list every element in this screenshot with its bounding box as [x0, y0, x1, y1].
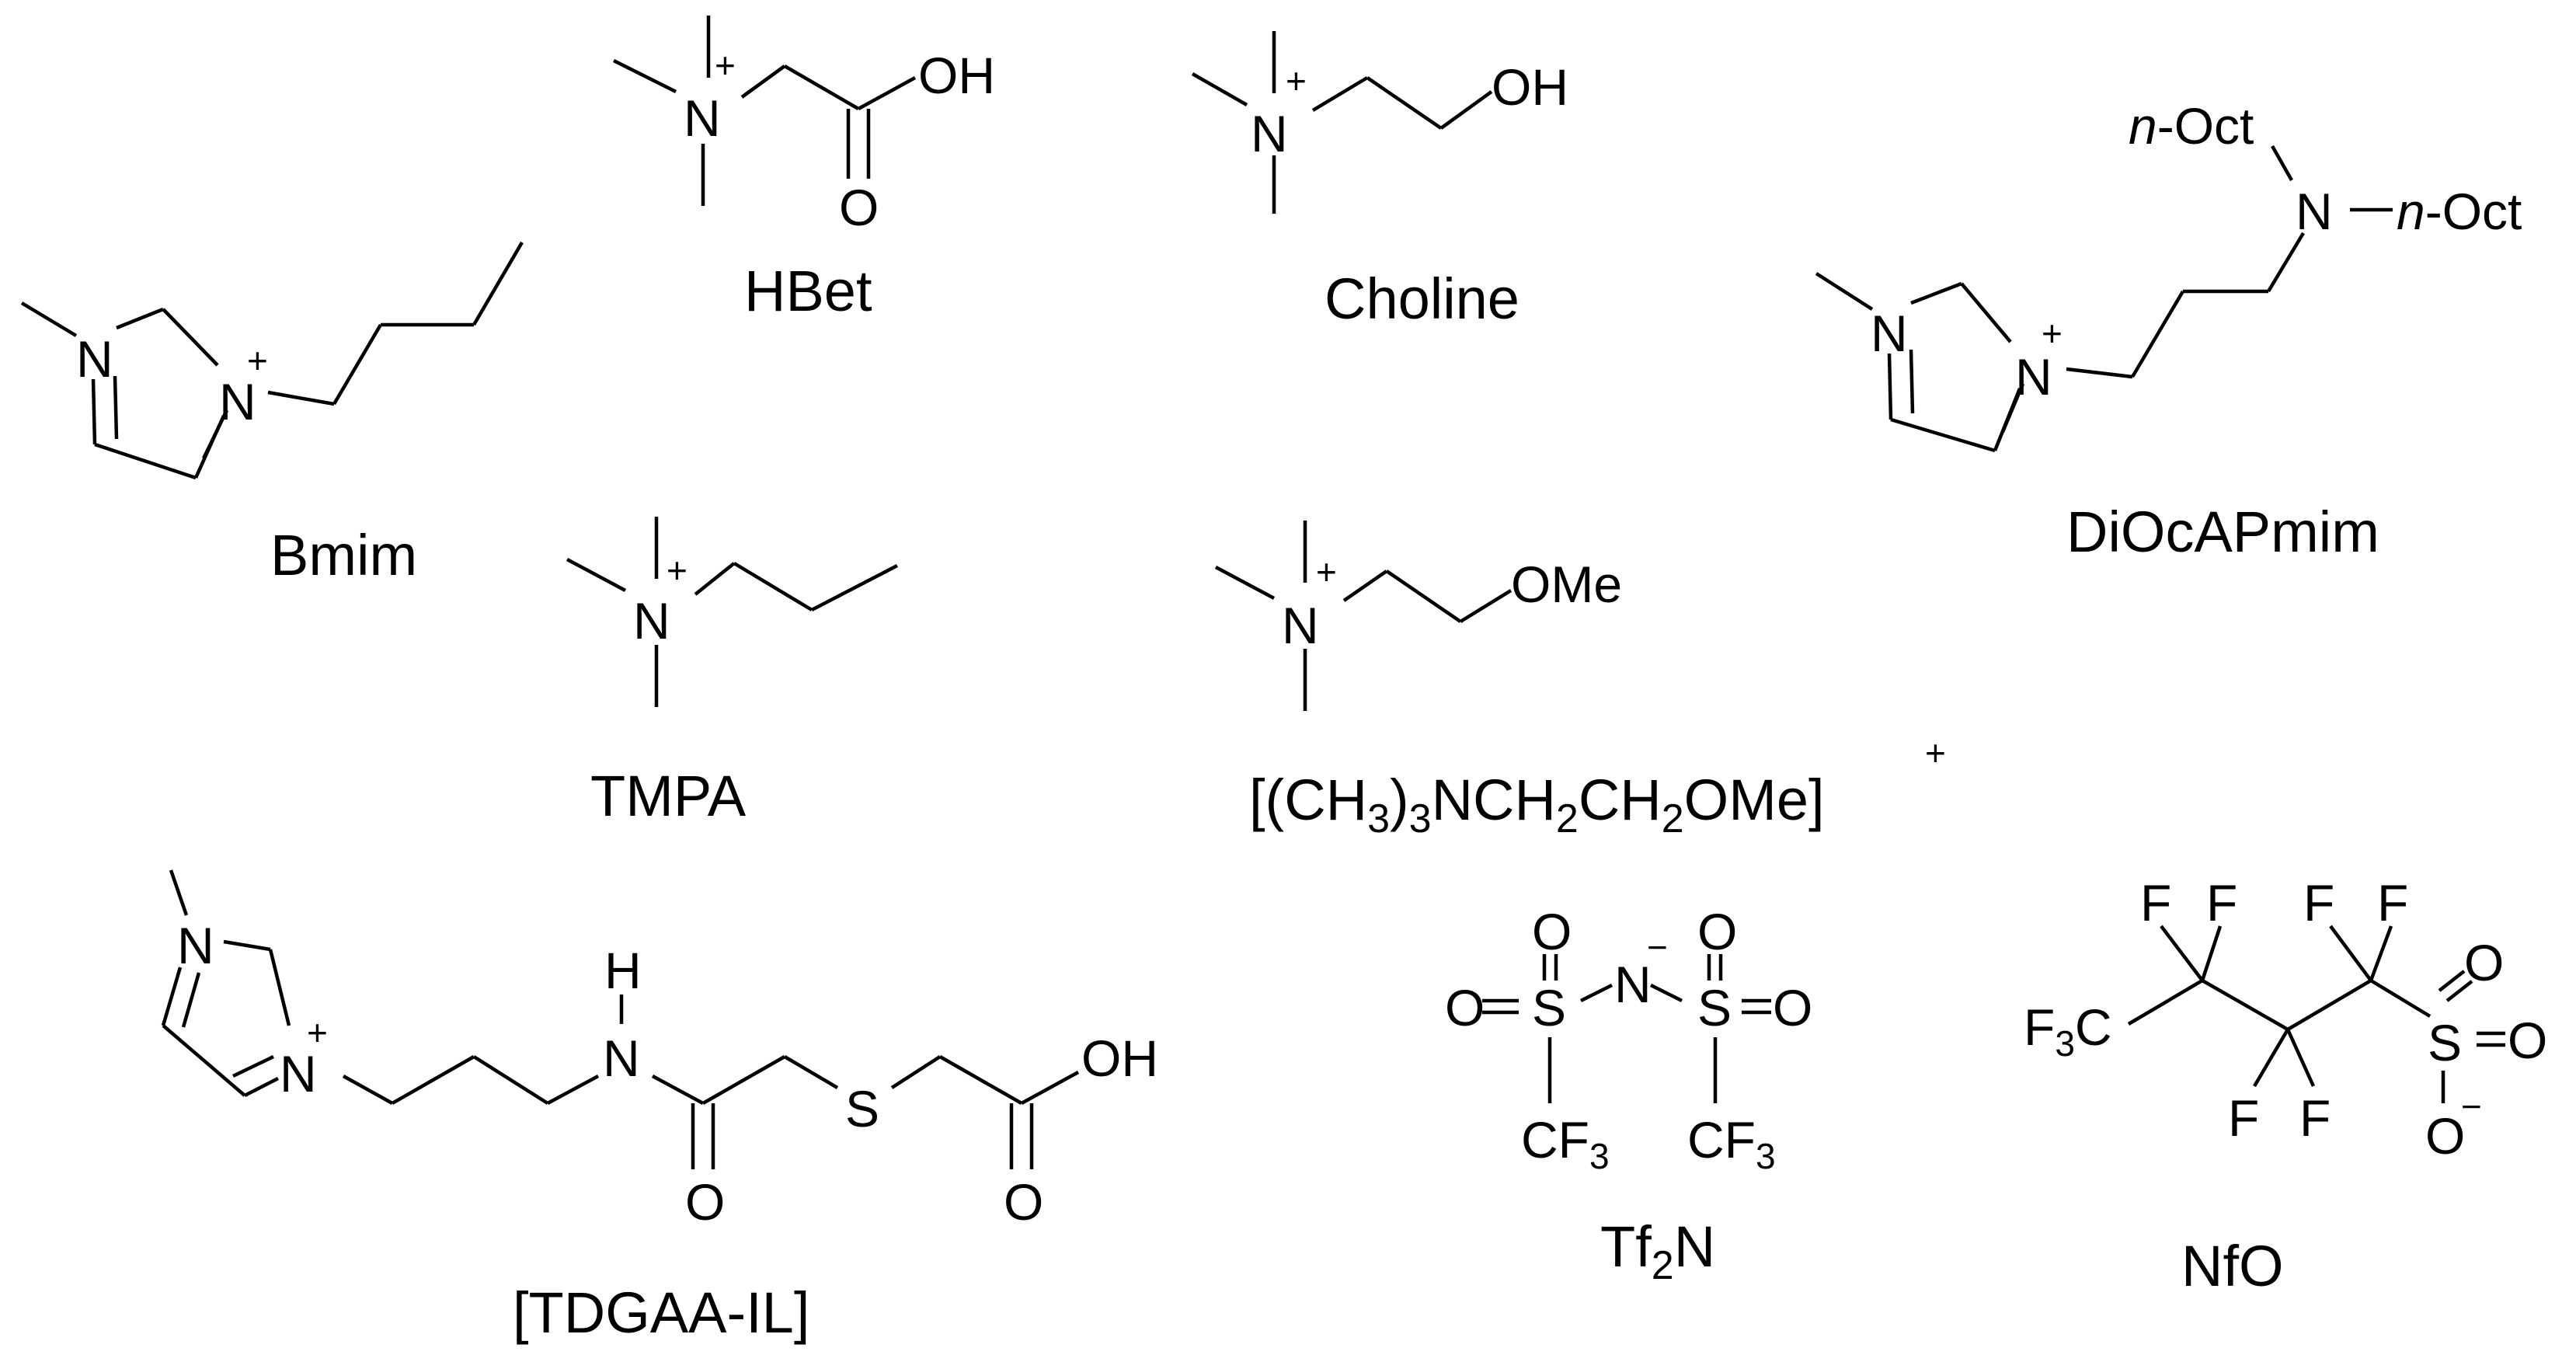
- tdgaa-n1: N: [177, 917, 214, 974]
- tf2n-structure: O O S N − O S O CF3 CF3 Tf2N: [1445, 903, 1812, 1288]
- bmim-n1: N: [76, 330, 113, 388]
- tf2n-cf3-right: CF3: [1687, 1111, 1776, 1176]
- tdgaa-il-structure: N N + H N S O O OH [TDGAA-IL]: [161, 869, 1158, 1345]
- nfo-f5: F: [2228, 1089, 2259, 1147]
- methoxy-plus-atom: +: [1316, 552, 1337, 592]
- diocapmim-plus: +: [2042, 313, 2063, 354]
- tf2n-o-left: O: [1445, 979, 1485, 1036]
- tmpa-structure: N + TMPA: [566, 517, 899, 828]
- diocapmim-n-oct-right: n-Oct: [2397, 183, 2522, 240]
- nfo-label: NfO: [2181, 1234, 2284, 1298]
- tmpa-plus: +: [667, 550, 688, 590]
- diocapmim-amine-n: N: [2296, 183, 2333, 240]
- nfo-f2: F: [2206, 874, 2237, 932]
- tdgaa-h: H: [604, 942, 642, 999]
- tf2n-label: Tf2N: [1600, 1214, 1715, 1288]
- hbet-o: O: [839, 179, 879, 236]
- diocapmim-n3: N: [2015, 348, 2052, 406]
- hbet-n: N: [684, 89, 721, 147]
- bmim-structure: N N + Bmim: [20, 241, 524, 587]
- tdgaa-o-amide: O: [685, 1173, 725, 1231]
- nfo-o-bottom: O: [2425, 1107, 2465, 1165]
- hbet-structure: N + OH O HBet: [612, 16, 995, 323]
- methoxyethyl-ammonium-structure: N + OMe [(CH3)3NCH2CH2OMe] +: [1214, 521, 1946, 841]
- nfo-f4: F: [2377, 874, 2408, 932]
- tdgaa-o-acid: O: [1004, 1173, 1043, 1231]
- hbet-label: HBet: [744, 259, 872, 323]
- tdgaa-oh: OH: [1081, 1029, 1158, 1087]
- methoxy-label-charge: +: [1925, 733, 1946, 773]
- tf2n-n: N: [1614, 956, 1652, 1013]
- tdgaa-plus: +: [307, 1012, 328, 1053]
- tf2n-s-right: S: [1697, 979, 1732, 1036]
- diocapmim-n-oct-top: n-Oct: [2129, 97, 2254, 155]
- tmpa-n: N: [633, 592, 670, 650]
- tf2n-cf3-left: CF3: [1521, 1111, 1610, 1176]
- bmim-plus: +: [247, 340, 268, 381]
- nfo-o-right: O: [2508, 1012, 2547, 1069]
- hbet-oh: OH: [918, 47, 995, 104]
- diocapmim-label: DiOcAPmim: [2066, 500, 2379, 564]
- tdgaa-amide-n: N: [603, 1029, 640, 1087]
- bmim-label: Bmim: [270, 523, 417, 587]
- tf2n-o-right: O: [1773, 979, 1812, 1036]
- tf2n-minus: −: [1647, 927, 1668, 967]
- choline-oh: OH: [1492, 58, 1568, 116]
- nfo-f3: F: [2303, 874, 2334, 932]
- tf2n-o-top-left: O: [1532, 903, 1572, 960]
- nfo-minus: −: [2461, 1086, 2482, 1127]
- nfo-structure: F3C F F F F F F S O O O − NfO: [2024, 874, 2547, 1298]
- nfo-o-top: O: [2464, 934, 2504, 991]
- nfo-f6: F: [2299, 1089, 2331, 1147]
- nfo-f1: F: [2140, 874, 2171, 932]
- diocapmim-structure: N N + N n-Oct n-Oct DiOcAPmim: [1815, 97, 2522, 564]
- methoxy-n: N: [1282, 597, 1319, 654]
- tdgaa-label: [TDGAA-IL]: [513, 1280, 809, 1345]
- tf2n-s-left: S: [1532, 979, 1566, 1036]
- choline-plus: +: [1286, 61, 1307, 101]
- nfo-f3c: F3C: [2024, 998, 2112, 1064]
- nfo-s: S: [2428, 1014, 2462, 1071]
- tmpa-label: TMPA: [590, 764, 747, 828]
- choline-structure: N + OH Choline: [1191, 31, 1568, 331]
- methoxy-ome: OMe: [1511, 556, 1622, 613]
- tdgaa-n3: N: [280, 1045, 317, 1102]
- choline-label: Choline: [1325, 266, 1519, 331]
- hbet-plus: +: [715, 45, 736, 85]
- diocapmim-n1: N: [1871, 305, 1908, 362]
- choline-n: N: [1251, 105, 1288, 162]
- tdgaa-s: S: [845, 1080, 879, 1137]
- bmim-n3: N: [219, 373, 256, 430]
- tf2n-o-top-right: O: [1697, 903, 1737, 960]
- methoxy-label: [(CH3)3NCH2CH2OMe]: [1249, 768, 1825, 841]
